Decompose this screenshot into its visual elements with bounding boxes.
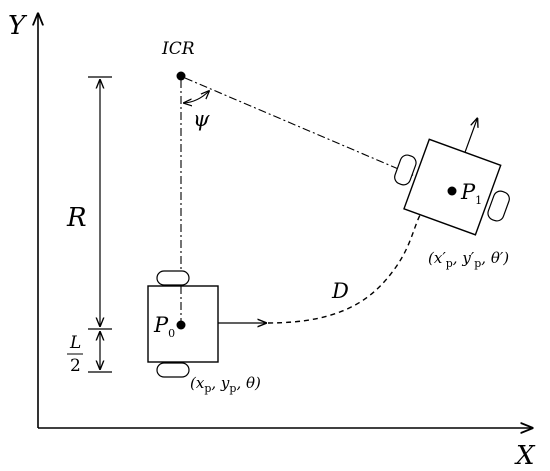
robot-end: P1 (x′p, y′p, θ′) — [394, 99, 510, 270]
p1-pose-label: (x′p, y′p, θ′) — [428, 249, 509, 270]
path-label: D — [331, 279, 349, 303]
x-axis-label: X — [514, 441, 536, 471]
p0-pose-label: (xp, yp, θ) — [190, 374, 261, 395]
half-length-denominator: 2 — [70, 356, 81, 376]
robot-end-wheel-right — [487, 190, 510, 222]
icr-label: ICR — [161, 39, 195, 59]
p1-label: P1 — [460, 180, 482, 207]
robot-start: P0 (xp, yp, θ) — [147, 270, 266, 395]
half-length-numerator: L — [69, 333, 81, 353]
radius-dimension: R — [66, 76, 112, 373]
axes: Y X — [8, 11, 536, 471]
p0-point — [176, 320, 186, 330]
robot-end-heading-arrow — [464, 118, 477, 153]
robot-end-wheel-left — [394, 154, 417, 186]
half-length-dimension: L 2 — [67, 332, 100, 376]
y-axis-label: Y — [8, 11, 28, 41]
radius-label: R — [66, 203, 87, 233]
psi-angle-arc — [184, 91, 209, 103]
robot-start-wheel-bottom — [156, 362, 190, 378]
p0-label: P0 — [153, 313, 175, 340]
psi-label: ψ — [193, 107, 210, 131]
trajectory: D — [267, 214, 421, 324]
robot-start-wheel-top — [156, 270, 190, 286]
trajectory-path — [267, 214, 421, 324]
p1-point — [447, 186, 457, 196]
icr-point — [176, 71, 186, 81]
